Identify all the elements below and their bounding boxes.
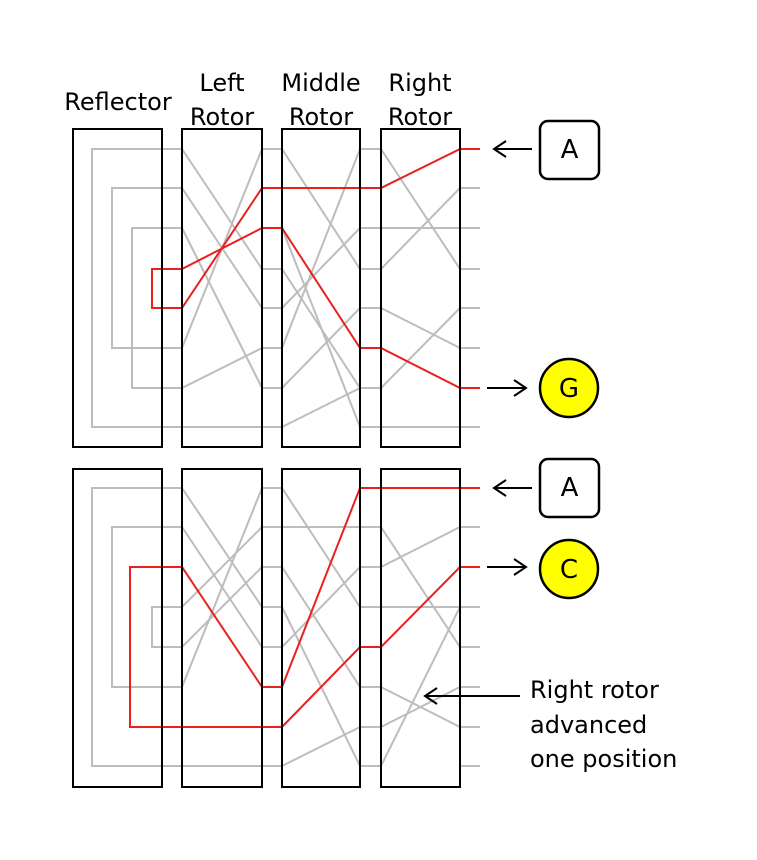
top-key-a [538, 119, 601, 181]
right-rotor-header-line1: Right [388, 69, 451, 97]
bottom-panel: A C Right rotor advanced one position [72, 457, 677, 788]
right-rotor-header-line2: Rotor [388, 103, 452, 131]
top-key-label: A [561, 135, 579, 165]
bottom-output-arrow [487, 558, 528, 576]
top-output-arrow [487, 379, 528, 397]
bottom-right-rotor [380, 468, 461, 788]
top-middle-rotor [281, 128, 361, 448]
annotation-line3: one position [530, 745, 677, 773]
bottom-middle-rotor [281, 468, 361, 788]
top-left-rotor [181, 128, 263, 448]
middle-rotor-header-line1: Middle [281, 69, 360, 97]
top-input-arrow [492, 140, 532, 158]
top-right-rotor [380, 128, 461, 448]
bottom-key-label: A [561, 473, 579, 503]
reflector-header: Reflector [64, 88, 172, 116]
top-lamp-g [538, 357, 600, 419]
annotation-line1: Right rotor [530, 676, 659, 704]
bottom-key-a [538, 457, 601, 519]
bottom-left-rotor [181, 468, 263, 788]
top-gray-wiring [91, 148, 480, 428]
top-panel: A G [72, 119, 601, 448]
bottom-lamp-label: C [560, 555, 578, 585]
bottom-signal-path [129, 487, 480, 728]
bottom-reflector [72, 468, 163, 788]
left-rotor-header-line1: Left [199, 69, 244, 97]
bottom-gray-wiring [91, 487, 480, 767]
middle-rotor-header-line2: Rotor [289, 103, 353, 131]
left-rotor-header-line2: Rotor [190, 103, 254, 131]
top-lamp-label: G [559, 374, 579, 404]
bottom-input-arrow [492, 479, 532, 497]
top-signal-path [151, 148, 480, 389]
annotation-line2: advanced [530, 711, 647, 739]
annotation-arrow [423, 687, 520, 705]
top-reflector [72, 128, 163, 448]
bottom-lamp-c [538, 538, 600, 600]
